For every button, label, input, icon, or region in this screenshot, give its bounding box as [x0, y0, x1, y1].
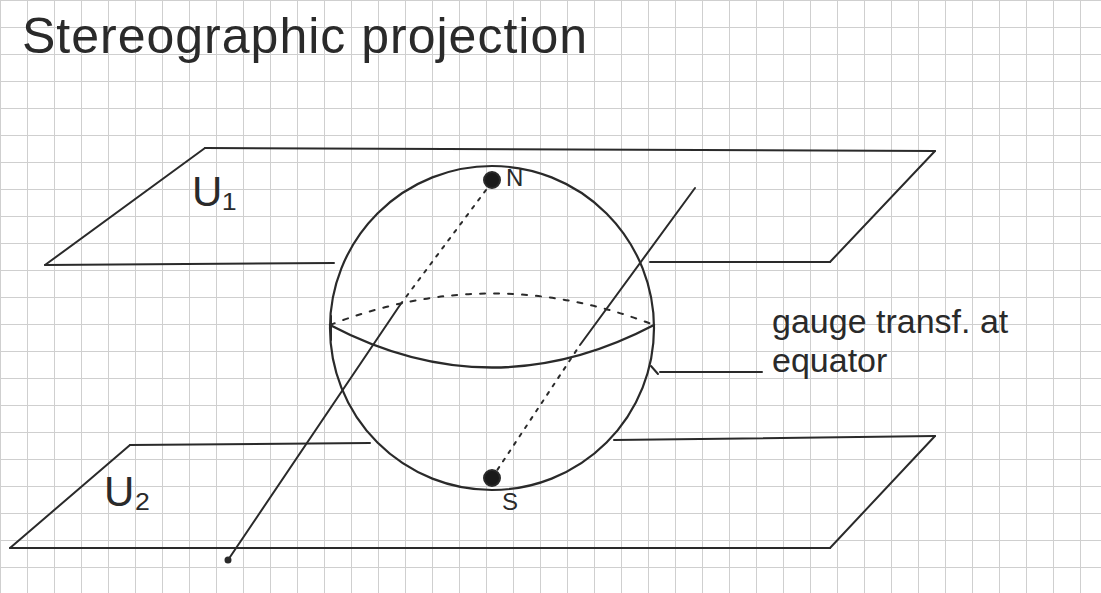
pole-dot: [484, 172, 500, 188]
plane-edge: [614, 436, 935, 440]
pole-dot: [484, 470, 500, 486]
plane-edge: [830, 436, 935, 548]
pole-label: S: [502, 488, 518, 516]
equator-tick: [651, 366, 658, 374]
leader-line: [660, 371, 762, 373]
projection-line: [400, 182, 492, 305]
plane-edge: [45, 148, 205, 265]
region-label: U₂: [104, 468, 151, 516]
plane-edge: [650, 261, 830, 263]
projection-line: [580, 188, 695, 345]
diagram-title: Stereographic projection: [22, 8, 588, 66]
projection-line: [492, 345, 580, 478]
plane-edge: [130, 443, 370, 445]
plane-edge: [830, 151, 935, 262]
plane-edge: [45, 263, 334, 265]
projected-point: [226, 558, 231, 563]
plane-edge: [205, 148, 935, 151]
equator-tick: [330, 316, 332, 340]
equator-front: [330, 325, 654, 368]
plane-edge: [10, 547, 830, 549]
region-label: U₁: [192, 168, 237, 216]
pole-label: N: [506, 164, 523, 192]
annotation-note: gauge transf. at equator: [772, 302, 1032, 380]
sphere-outline: [330, 166, 654, 490]
projection-line: [228, 305, 400, 560]
